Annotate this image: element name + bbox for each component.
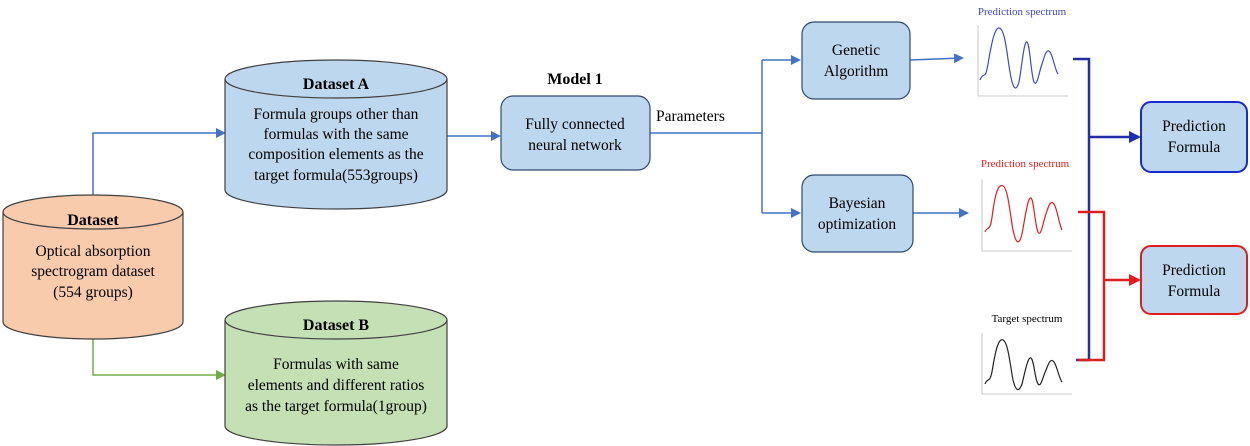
prediction-spectrum-ga-line (979, 27, 1059, 89)
ga-line-2: Algorithm (824, 63, 889, 80)
bayesian-optimization-box: Bayesian optimization (801, 174, 914, 253)
prediction-spectrum-bo-line (984, 185, 1063, 243)
output-top-line-2: Formula (1168, 139, 1221, 156)
target-spectrum-plot (970, 330, 1076, 400)
red-bracket (1078, 210, 1106, 362)
dataset-cylinder: Dataset Optical absorption spectrogram d… (2, 194, 184, 340)
parameters-label: Parameters (656, 108, 725, 125)
prediction-spectrum-bo-plot (970, 176, 1076, 258)
model-box: Fully connected neural network (500, 95, 651, 171)
dataset-line-1: Optical absorption (36, 243, 151, 260)
dataset-b-cylinder: Dataset B Formulas with same elements an… (224, 300, 448, 446)
bo-line-2: optimization (818, 216, 897, 233)
dataset-line-2: spectrogram dataset (31, 263, 155, 280)
dataset-title: Dataset (67, 212, 119, 229)
model-title: Model 1 (547, 71, 603, 88)
dataset-b-line-2: elements and different ratios (248, 377, 425, 394)
output-bottom-line-1: Prediction (1162, 262, 1226, 279)
output-formula-bottom-box: Prediction Formula (1140, 245, 1248, 315)
model-line-1: Fully connected (525, 116, 625, 133)
model-line-2: neural network (528, 137, 622, 154)
dataset-b-line-1: Formulas with same (273, 356, 399, 373)
connector-dataset-to-b (92, 336, 226, 380)
target-spectrum-label: Target spectrum (992, 313, 1063, 325)
dataset-a-line-3: composition elements as the (248, 146, 423, 163)
dataset-a-line-1: Formula groups other than (254, 106, 419, 123)
dataset-a-title: Dataset A (303, 76, 370, 93)
prediction-spectrum-ga-label: Prediction spectrum (978, 6, 1067, 18)
prediction-spectrum-bo-label: Prediction spectrum (981, 158, 1070, 170)
dataset-line-3: (554 groups) (53, 284, 133, 301)
bo-line-1: Bayesian (829, 195, 886, 212)
ga-line-1: Genetic (832, 42, 880, 59)
dataset-b-line-3: as the target formula(1group) (245, 398, 427, 415)
target-spectrum-line (984, 339, 1063, 391)
prediction-spectrum-ga-plot (966, 22, 1072, 102)
dataset-a-cylinder: Dataset A Formula groups other than form… (224, 59, 448, 210)
output-formula-top-box: Prediction Formula (1140, 101, 1248, 173)
dataset-a-line-2: formulas with the same (263, 126, 408, 143)
dataset-b-title: Dataset B (303, 317, 370, 334)
dataset-a-line-4: target formula(553groups) (254, 167, 418, 184)
connector-ga-to-spectrum (909, 53, 964, 64)
output-top-line-1: Prediction (1162, 118, 1226, 135)
output-bottom-line-2: Formula (1168, 283, 1221, 300)
connector-dataset-to-a (92, 128, 226, 198)
genetic-algorithm-box: Genetic Algorithm (801, 21, 911, 100)
